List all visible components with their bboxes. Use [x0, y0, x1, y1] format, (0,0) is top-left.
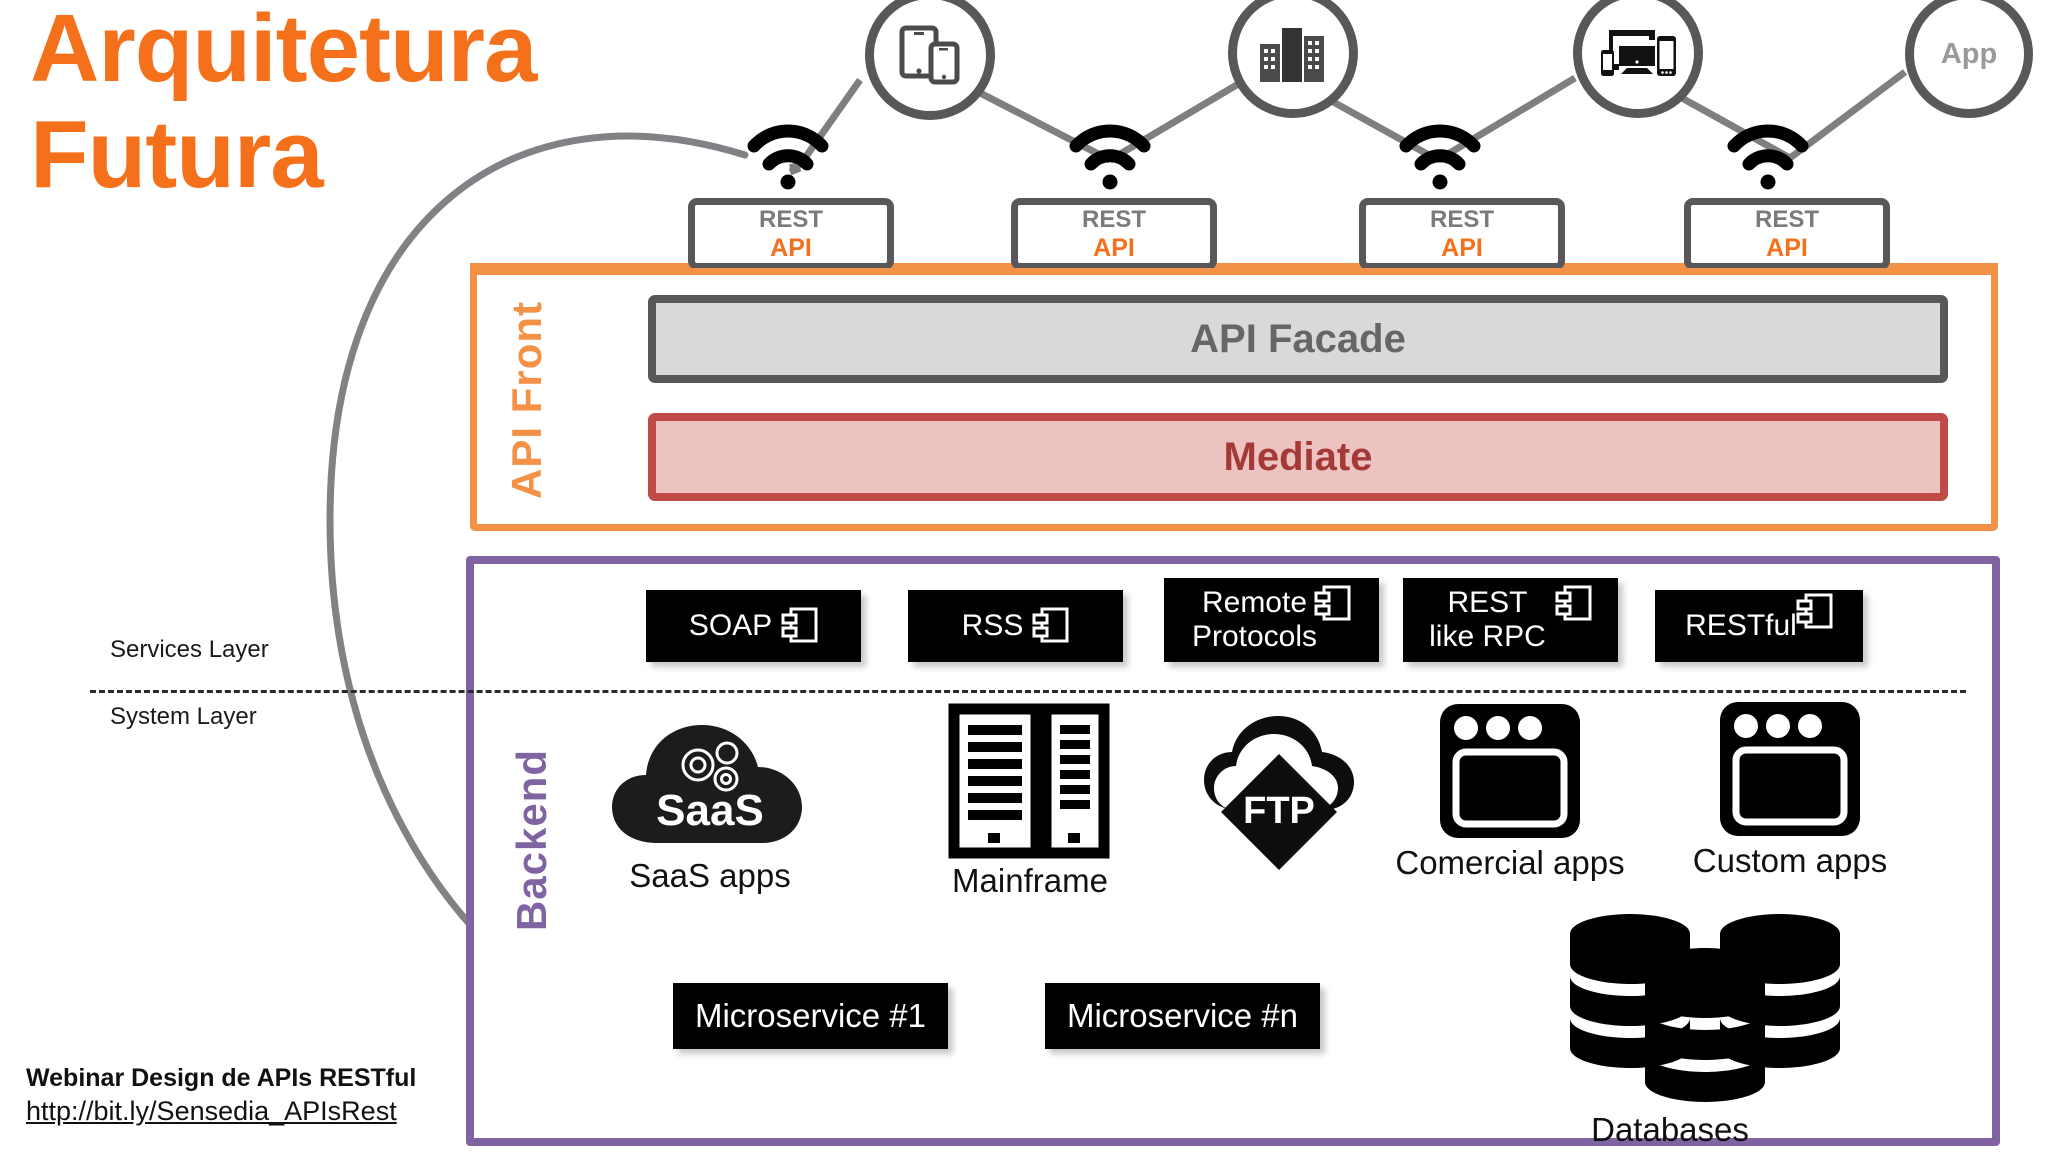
title-line-2: Futura — [30, 101, 324, 208]
page-title: Arquitetura Futura — [30, 0, 670, 208]
multi-device-icon — [1601, 30, 1676, 76]
system-item-mainframe[interactable]: Mainframe — [920, 703, 1140, 900]
wifi-icon-4 — [1727, 124, 1809, 190]
rest-api-box-2[interactable]: REST API — [1011, 198, 1217, 270]
uml-component-icon — [781, 607, 818, 643]
backend-panel-label: Backend — [500, 740, 564, 940]
api-facade-box[interactable]: API Facade — [648, 295, 1948, 383]
api-facade-label: API Facade — [1190, 316, 1406, 361]
svg-text:FTP: FTP — [1243, 790, 1315, 832]
client-circle-mobile-devices[interactable] — [865, 0, 995, 120]
service-box-rest-like-rpc[interactable]: REST like RPC — [1403, 578, 1618, 662]
service-box-restful[interactable]: RESTful — [1655, 590, 1863, 662]
tablet-phone-icon — [899, 25, 960, 85]
rest-label: REST — [1754, 205, 1819, 233]
wifi-icon-3 — [1399, 124, 1481, 190]
service-box-label: SOAP — [688, 609, 773, 642]
api-front-panel-label: API Front — [497, 290, 557, 510]
system-item-comercial-apps[interactable]: Comercial apps — [1380, 700, 1640, 882]
system-item-label: Custom apps — [1692, 842, 1888, 879]
ftp-cloud-icon: FTP — [1204, 716, 1354, 870]
service-box-line-1: REST — [1447, 586, 1528, 619]
service-box-line-2: Protocols — [1191, 620, 1318, 653]
database-stack-icon — [1570, 914, 1840, 1102]
rest-label: REST — [1081, 205, 1146, 233]
microservice-label: Microservice #n — [1066, 997, 1299, 1034]
footer: Webinar Design de APIs RESTful http://bi… — [26, 1062, 486, 1128]
client-circle-enterprise[interactable] — [1228, 0, 1358, 118]
rest-label: REST — [1429, 205, 1494, 233]
mainframe-icon — [948, 703, 1110, 859]
rest-label: REST — [758, 205, 823, 233]
service-box-remote-protocols[interactable]: Remote Protocols — [1164, 578, 1379, 662]
footer-title: Webinar Design de APIs RESTful — [26, 1064, 417, 1092]
api-label: API — [1441, 233, 1483, 262]
service-box-label: RESTful — [1685, 609, 1797, 642]
client-circle-app[interactable]: App — [1905, 0, 2033, 118]
system-item-label: SaaS apps — [629, 857, 791, 894]
wifi-icon-1 — [747, 124, 829, 190]
window-app-icon — [1440, 704, 1580, 838]
services-layer-label: Services Layer — [110, 636, 269, 663]
system-item-databases[interactable]: Databases — [1460, 912, 1880, 1149]
system-item-label: Databases — [1591, 1111, 1749, 1148]
layer-divider — [90, 690, 1966, 693]
service-box-label: REST like RPC — [1429, 586, 1546, 654]
footer-link[interactable]: http://bit.ly/Sensedia_APIsRest — [26, 1096, 397, 1126]
microservice-label: Microservice #1 — [694, 997, 927, 1034]
service-box-label: RSS — [961, 609, 1024, 642]
rest-api-box-1[interactable]: REST API — [688, 198, 894, 270]
service-box-soap[interactable]: SOAP — [646, 590, 861, 662]
system-item-label: Mainframe — [952, 862, 1108, 899]
app-circle-label: App — [1940, 37, 1998, 70]
uml-component-icon — [1796, 593, 1833, 629]
service-box-rss[interactable]: RSS — [908, 590, 1123, 662]
buildings-icon — [1260, 28, 1324, 82]
api-label: API — [770, 233, 812, 262]
uml-component-icon — [1555, 585, 1592, 621]
system-item-saas-apps[interactable]: SaaS SaaS apps — [600, 715, 820, 895]
service-box-line-1: Remote — [1201, 586, 1308, 619]
microservice-box-1[interactable]: Microservice #1 — [673, 983, 948, 1049]
backend-label-text: Backend — [508, 748, 556, 932]
uml-component-icon — [1314, 585, 1351, 621]
api-label: API — [1093, 233, 1135, 262]
service-box-label: Remote Protocols — [1192, 586, 1317, 654]
mediate-label: Mediate — [1223, 434, 1373, 479]
api-front-label-text: API Front — [503, 301, 551, 499]
api-label: API — [1766, 233, 1808, 262]
client-circle-multi-device[interactable] — [1573, 0, 1703, 118]
mediate-box[interactable]: Mediate — [648, 413, 1948, 501]
service-box-line-2: like RPC — [1429, 620, 1546, 653]
uml-component-icon — [1032, 607, 1069, 643]
window-app-icon — [1720, 702, 1860, 836]
saas-cloud-icon: SaaS — [612, 725, 802, 843]
system-item-label: Comercial apps — [1395, 844, 1625, 881]
svg-text:SaaS: SaaS — [656, 786, 764, 835]
system-item-custom-apps[interactable]: Custom apps — [1660, 698, 1920, 880]
microservice-box-n[interactable]: Microservice #n — [1045, 983, 1320, 1049]
system-item-ftp[interactable]: FTP — [1180, 710, 1380, 870]
title-line-1: Arquitetura — [30, 0, 537, 102]
rest-api-box-4[interactable]: REST API — [1684, 198, 1890, 270]
rest-api-box-3[interactable]: REST API — [1359, 198, 1565, 270]
wifi-icon-2 — [1069, 124, 1151, 190]
system-layer-label: System Layer — [110, 703, 257, 730]
